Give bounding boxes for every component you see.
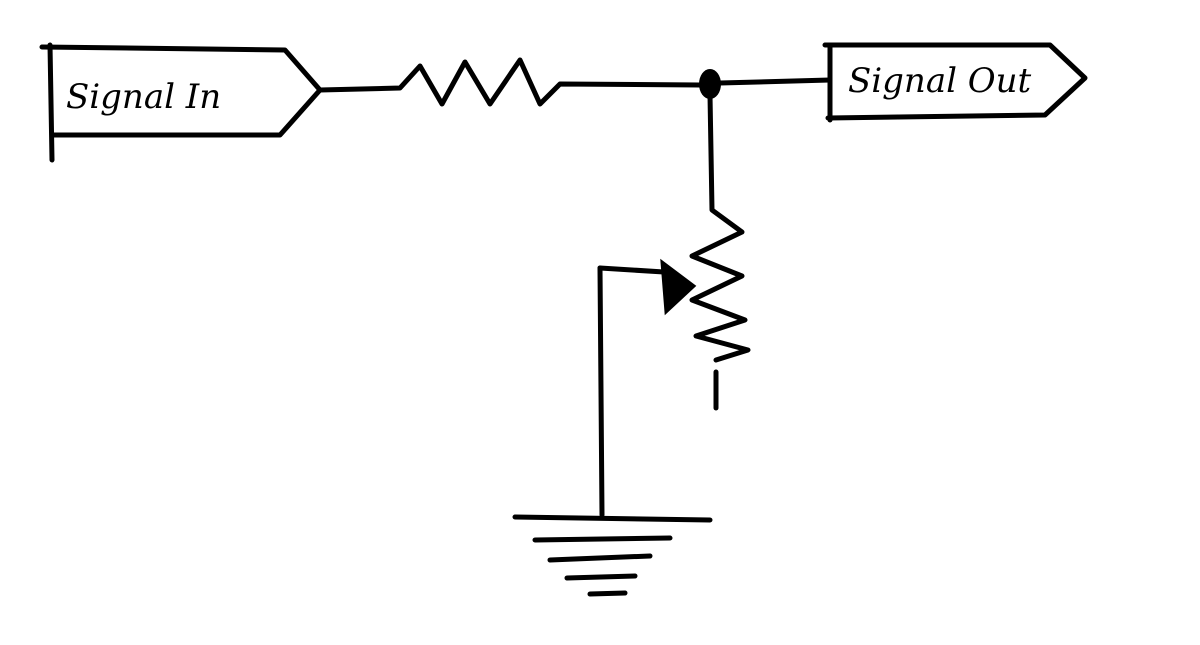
potentiometer	[597, 92, 751, 411]
signal-in-label: Signal In	[66, 77, 221, 117]
signal-out-port: Signal Out	[822, 42, 1088, 123]
signal-in-port: Signal In	[39, 42, 323, 163]
junction-dot	[699, 69, 721, 99]
series-resistor	[317, 57, 703, 107]
signal-out-label: Signal Out	[848, 61, 1032, 101]
ground-icon	[512, 514, 713, 597]
output-wire	[717, 77, 833, 86]
ground-wire	[597, 265, 605, 518]
wiper-arrow	[660, 258, 697, 316]
